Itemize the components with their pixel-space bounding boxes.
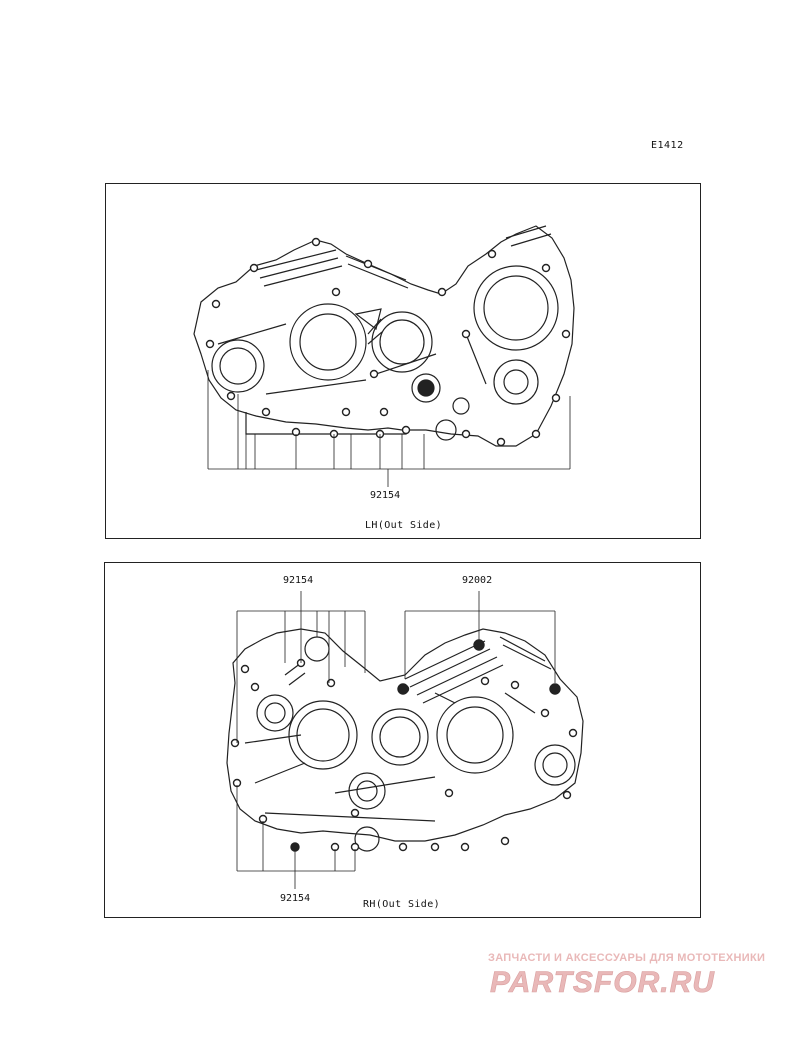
diagram-code: E1412 xyxy=(651,140,684,151)
watermark-logo: PARTSFOR.RU xyxy=(490,966,715,999)
lh-part-label-92154: 92154 xyxy=(370,490,401,501)
rh-caption: RH(Out Side) xyxy=(363,899,441,910)
lh-crankcase-panel: 92154 LH(Out Side) xyxy=(105,183,701,539)
lh-caption: LH(Out Side) xyxy=(365,520,443,531)
watermark-tagline: ЗАПЧАСТИ И АКСЕССУАРЫ ДЛЯ МОТОТЕХНИКИ xyxy=(488,952,766,964)
rh-crankcase-panel: 92154 92002 92154 RH(Out Side) xyxy=(104,562,701,918)
rh-part-label-top-left: 92154 xyxy=(283,575,314,586)
rh-part-label-top-right: 92002 xyxy=(462,575,493,586)
rh-part-label-bottom: 92154 xyxy=(280,893,311,904)
watermark-logo-text: PARTSFOR.RU xyxy=(490,966,715,999)
lh-crankcase-drawing xyxy=(193,225,575,487)
rh-crankcase-drawing xyxy=(226,591,584,889)
